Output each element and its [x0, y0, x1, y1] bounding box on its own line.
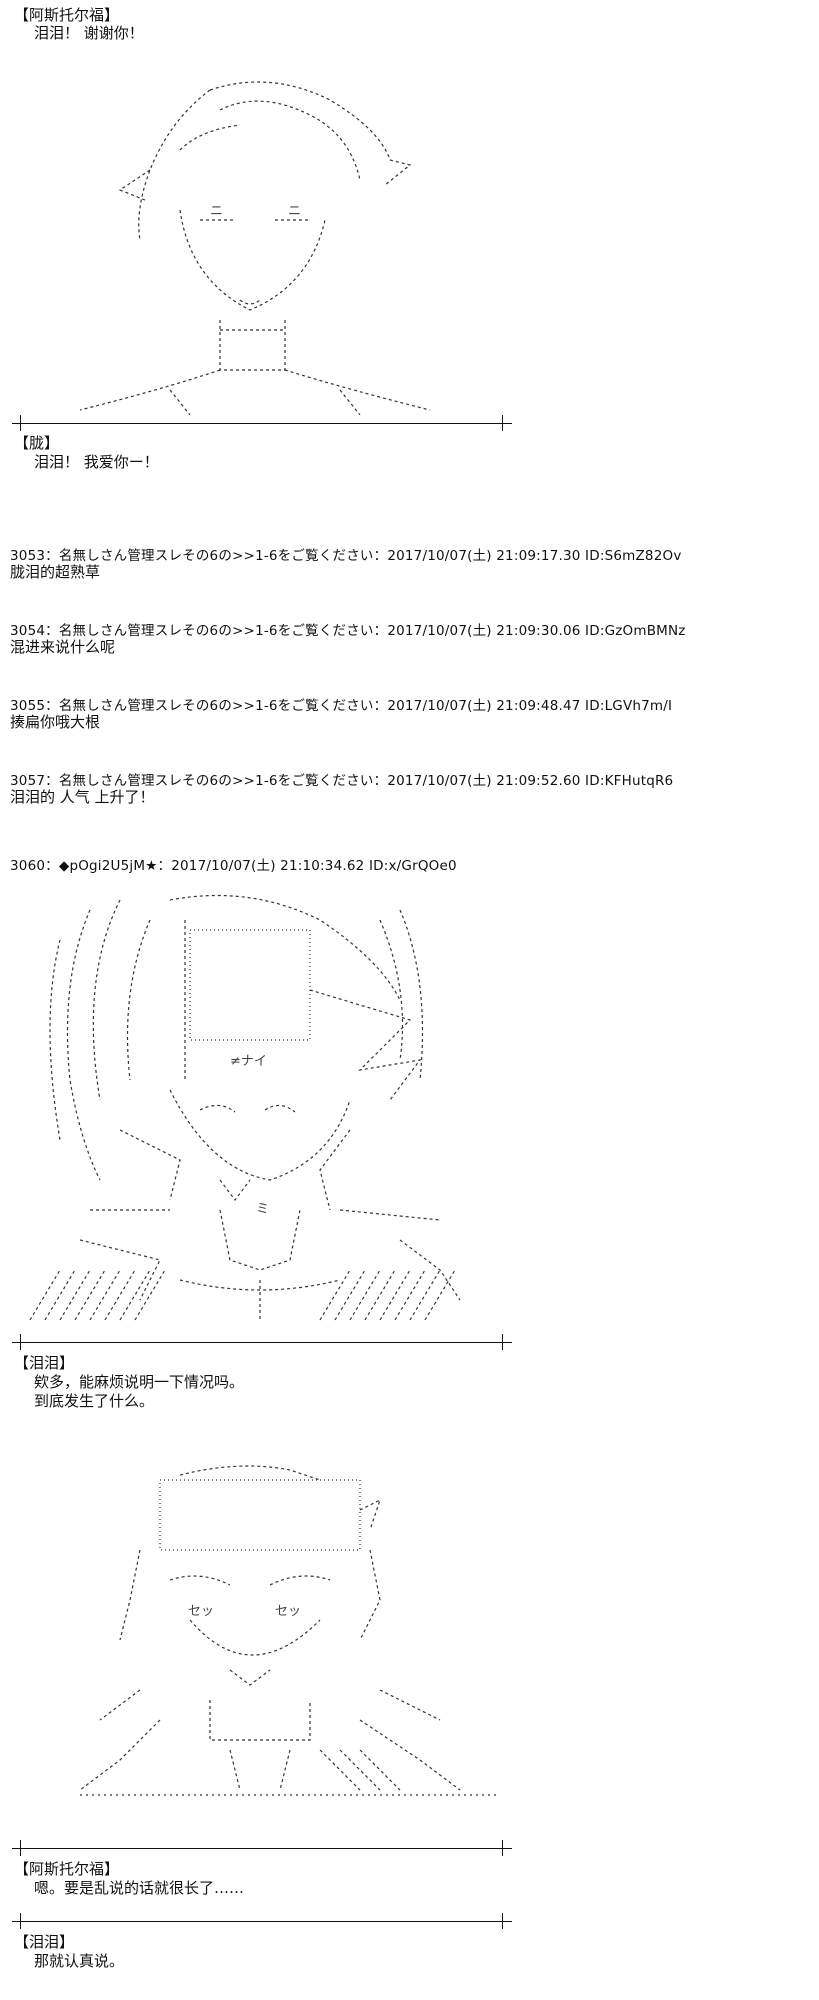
post-body: 揍扁你哦大根 — [10, 713, 101, 731]
divider-line — [12, 423, 512, 424]
post-header: 3054：名無しさん管理スレその6の>>1-6をご覧ください：2017/10/0… — [10, 623, 686, 639]
face-mark-mouth: ミ — [256, 1202, 270, 1217]
divider-tick-right — [502, 1840, 503, 1856]
dialogue-line: 那就认真说。 — [34, 1952, 125, 1970]
face-mark-right: ニ — [288, 204, 302, 219]
dialogue-line: 到底发生了什么。 — [34, 1392, 155, 1410]
post-body: 胧泪的超熟草 — [10, 563, 101, 581]
dialogue-line: 嗯。要是乱说的话就很长了…… — [34, 1879, 245, 1897]
speaker-name: 【泪泪】 — [14, 1933, 75, 1951]
speaker-name: 【胧】 — [14, 434, 60, 452]
speaker-name: 【阿斯托尔福】 — [14, 1860, 120, 1878]
divider-tick-left — [20, 1913, 21, 1929]
divider-line — [12, 1342, 512, 1343]
divider-tick-right — [502, 1334, 503, 1350]
face-mark-left: セッ — [188, 1604, 215, 1619]
ascii-art-astolfo: ニ ニ — [60, 70, 440, 415]
post-header: 3055：名無しさん管理スレその6の>>1-6をご覧ください：2017/10/0… — [10, 698, 673, 714]
divider-tick-left — [20, 415, 21, 431]
face-mark-eyes: ≠ナイ — [230, 1054, 267, 1069]
divider-tick-right — [502, 415, 503, 431]
ascii-art-ruler: ≠ナイ ミ — [20, 880, 500, 1330]
divider-tick-left — [20, 1840, 21, 1856]
dialogue-line: 泪泪！ 谢谢你！ — [34, 24, 144, 42]
post-body: 泪泪的 人气 上升了！ — [10, 788, 155, 806]
divider-tick-left — [20, 1334, 21, 1350]
post-header: 3057：名無しさん管理スレその6の>>1-6をご覧ください：2017/10/0… — [10, 773, 674, 789]
post-header: 3053：名無しさん管理スレその6の>>1-6をご覧ください：2017/10/0… — [10, 548, 682, 564]
divider-line — [12, 1848, 512, 1849]
ascii-art-astolfo-2: セッ セッ — [60, 1460, 520, 1800]
divider-line — [12, 1921, 512, 1922]
post-header: 3060：◆pOgi2U5jM★：2017/10/07(土) 21:10:34.… — [10, 858, 457, 874]
divider-tick-right — [502, 1913, 503, 1929]
face-mark-left: ニ — [210, 204, 224, 219]
dialogue-line: 泪泪！ 我爱你ー！ — [34, 453, 159, 471]
face-mark-right: セッ — [275, 1604, 302, 1619]
speaker-name: 【泪泪】 — [14, 1354, 75, 1372]
dialogue-line: 欸多，能麻烦说明一下情况吗。 — [34, 1373, 245, 1391]
speaker-name: 【阿斯托尔福】 — [14, 6, 120, 24]
post-body: 混进来说什么呢 — [10, 638, 116, 656]
